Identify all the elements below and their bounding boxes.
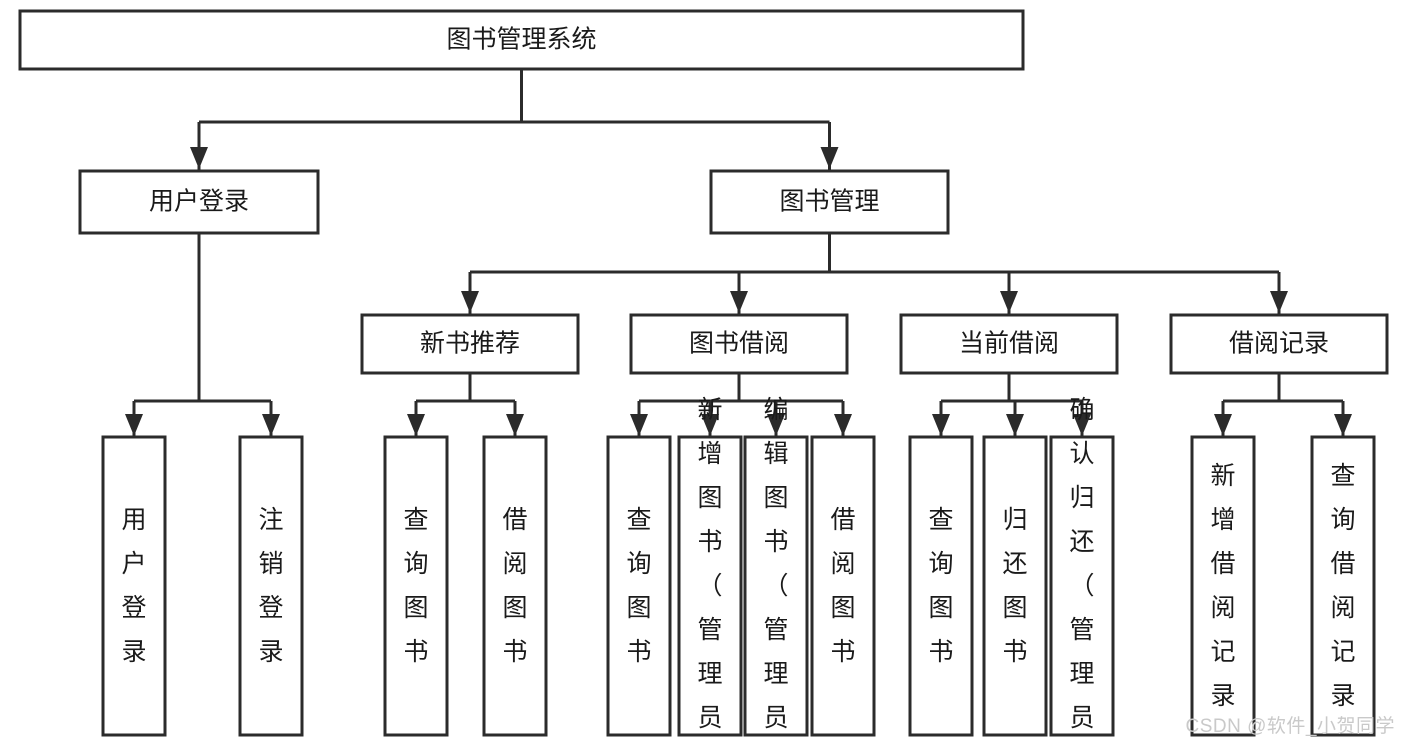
leaf-leaf-edit-book-box	[743, 435, 809, 737]
leaf-leaf-query-book-3-box	[908, 435, 974, 737]
leaf-leaf-edit-book-label: 编辑图书（管理员）	[763, 396, 788, 747]
node-borrow-record-label: 借阅记录	[1229, 330, 1329, 358]
arrowhead-icon	[407, 414, 425, 436]
leaf-leaf-query-book-2[interactable]: 查询图书	[606, 435, 672, 737]
arrowhead-icon	[262, 414, 280, 436]
arrowhead-icon	[461, 291, 479, 313]
arrowhead-icon	[730, 291, 748, 313]
leaf-leaf-add-book-box	[677, 435, 743, 737]
arrowhead-icon	[1073, 414, 1091, 436]
leaf-leaf-return-book-box	[982, 435, 1048, 737]
node-book-manage[interactable]: 图书管理	[709, 169, 950, 235]
arrowhead-icon	[701, 414, 719, 436]
leaf-leaf-query-book-3-label: 查询图书	[928, 506, 953, 666]
arrowhead-icon	[834, 414, 852, 436]
leaf-leaf-logout[interactable]: 注销登录	[238, 435, 304, 737]
node-root-label: 图书管理系统	[446, 26, 596, 54]
leaf-leaf-add-book[interactable]: 新增图书（管理员）	[677, 396, 743, 747]
arrowhead-icon	[820, 147, 839, 169]
leaf-leaf-borrow-book-1[interactable]: 借阅图书	[482, 435, 548, 737]
node-root-box	[18, 9, 1025, 71]
node-borrow-record-box	[1169, 313, 1389, 375]
leaf-leaf-user-login-label: 用户登录	[121, 506, 146, 666]
node-new-book-rec-box	[360, 313, 580, 375]
leaf-leaf-borrow-book-1-label: 借阅图书	[502, 506, 527, 666]
leaf-leaf-query-record-box	[1310, 435, 1376, 737]
node-current-borrow[interactable]: 当前借阅	[899, 313, 1119, 375]
arrowhead-icon	[190, 147, 208, 169]
node-borrow-record[interactable]: 借阅记录	[1169, 313, 1389, 375]
leaf-leaf-borrow-book-2-label: 借阅图书	[830, 506, 855, 666]
node-layer: 图书管理系统用户登录图书管理新书推荐图书借阅当前借阅借阅记录用户登录注销登录查询…	[18, 9, 1389, 747]
arrowhead-icon	[1334, 414, 1352, 436]
leaf-leaf-add-record[interactable]: 新增借阅记录	[1190, 435, 1256, 737]
node-book-manage-box	[709, 169, 950, 235]
leaf-leaf-add-record-box	[1190, 435, 1256, 737]
arrowhead-icon	[1214, 414, 1232, 436]
leaf-leaf-logout-label: 注销登录	[258, 506, 283, 666]
node-book-borrow-box	[629, 313, 849, 375]
leaf-leaf-query-book-2-box	[606, 435, 672, 737]
node-current-borrow-label: 当前借阅	[959, 330, 1059, 358]
node-book-borrow[interactable]: 图书借阅	[629, 313, 849, 375]
arrowhead-icon	[1006, 414, 1024, 436]
leaf-leaf-user-login-box	[101, 435, 167, 737]
leaf-leaf-query-book-1-box	[383, 435, 449, 737]
arrowhead-icon	[932, 414, 950, 436]
leaf-leaf-borrow-book-2-box	[810, 435, 876, 737]
node-new-book-rec-label: 新书推荐	[420, 330, 520, 358]
node-current-borrow-box	[899, 313, 1119, 375]
leaf-leaf-confirm-return[interactable]: 确认归还（管理员）	[1049, 396, 1115, 747]
leaf-leaf-return-book-label: 归还图书	[1002, 506, 1027, 666]
leaf-leaf-query-book-1-label: 查询图书	[403, 506, 428, 666]
leaf-leaf-query-record-label: 查询借阅记录	[1330, 462, 1355, 710]
leaf-leaf-borrow-book-1-box	[482, 435, 548, 737]
leaf-leaf-return-book[interactable]: 归还图书	[982, 435, 1048, 737]
arrowhead-icon	[630, 414, 648, 436]
leaf-leaf-query-record[interactable]: 查询借阅记录	[1310, 435, 1376, 737]
leaf-leaf-query-book-2-label: 查询图书	[626, 506, 651, 666]
leaf-leaf-query-book-1[interactable]: 查询图书	[383, 435, 449, 737]
leaf-leaf-query-book-3[interactable]: 查询图书	[908, 435, 974, 737]
leaf-leaf-user-login[interactable]: 用户登录	[101, 435, 167, 737]
arrowhead-icon	[125, 414, 143, 436]
node-book-manage-label: 图书管理	[779, 188, 879, 216]
arrowhead-icon	[767, 414, 785, 436]
node-user-login-label: 用户登录	[149, 188, 249, 216]
leaf-leaf-confirm-return-label: 确认归还（管理员）	[1069, 396, 1094, 747]
leaf-leaf-confirm-return-box	[1049, 435, 1115, 737]
leaf-leaf-edit-book[interactable]: 编辑图书（管理员）	[743, 396, 809, 747]
connector-layer	[125, 69, 1352, 436]
arrowhead-icon	[506, 414, 524, 436]
leaf-leaf-borrow-book-2[interactable]: 借阅图书	[810, 435, 876, 737]
leaf-leaf-add-record-label: 新增借阅记录	[1210, 462, 1235, 710]
node-user-login[interactable]: 用户登录	[78, 169, 320, 235]
node-root[interactable]: 图书管理系统	[18, 9, 1025, 71]
arrowhead-icon	[1000, 291, 1018, 313]
arrowhead-icon	[1270, 291, 1288, 313]
node-new-book-rec[interactable]: 新书推荐	[360, 313, 580, 375]
leaf-leaf-add-book-label: 新增图书（管理员）	[697, 396, 722, 747]
node-user-login-box	[78, 169, 320, 235]
leaf-leaf-logout-box	[238, 435, 304, 737]
node-book-borrow-label: 图书借阅	[689, 330, 789, 358]
